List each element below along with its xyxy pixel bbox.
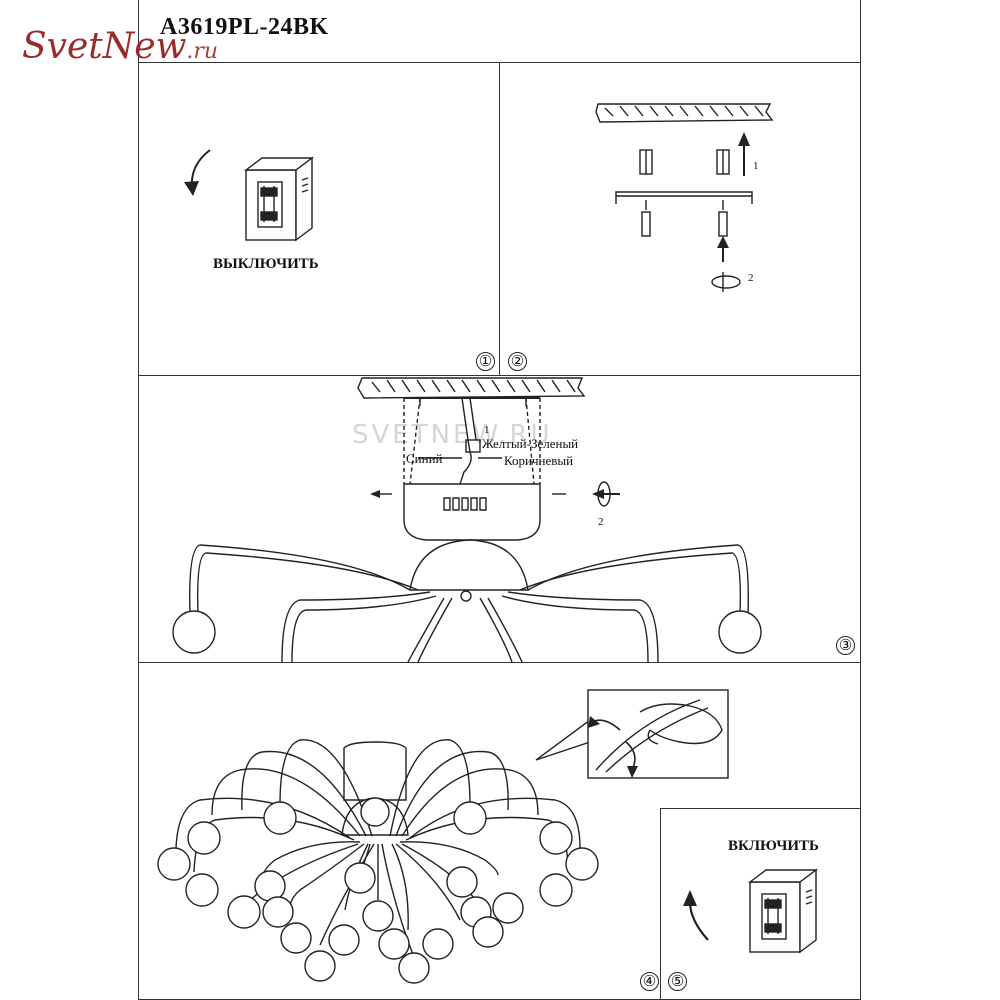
blue-wire-label: Синий [406, 451, 443, 466]
switch-off-illustration [184, 149, 315, 242]
logo-suffix: .ru [186, 39, 219, 64]
model-code: A3619PL-24BK [160, 14, 329, 40]
panel-3-step-1: 1 [484, 424, 490, 436]
switch-on-caption: ВКЛЮЧИТЬ [728, 838, 819, 854]
site-logo: SvetNew.ru [22, 26, 218, 67]
logo-text: SvetNew [22, 26, 187, 67]
bracket-mounting-illustration [595, 103, 774, 292]
panel-2-step-1: 1 [753, 160, 759, 172]
panel-number-4: ④ [640, 972, 659, 991]
switch-off-caption: ВЫКЛЮЧИТЬ [213, 256, 319, 272]
ground-wire-label: Желтый-Зеленый [482, 436, 579, 451]
brown-wire-label: Коричневый [504, 453, 574, 468]
wiring-illustration [172, 377, 762, 663]
panel-number-1: ① [476, 352, 495, 371]
header-frame [138, 0, 861, 63]
switch-on-illustration [683, 868, 819, 954]
chandelier-illustration [157, 689, 729, 984]
panel-2-step-2: 2 [748, 272, 754, 284]
watermark: SVETNEW.RU [352, 420, 553, 450]
panel-number-3: ③ [836, 636, 855, 655]
panel-number-2: ② [508, 352, 527, 371]
panel-3-step-2: 2 [598, 516, 604, 528]
panel-number-5: ⑤ [668, 972, 687, 991]
